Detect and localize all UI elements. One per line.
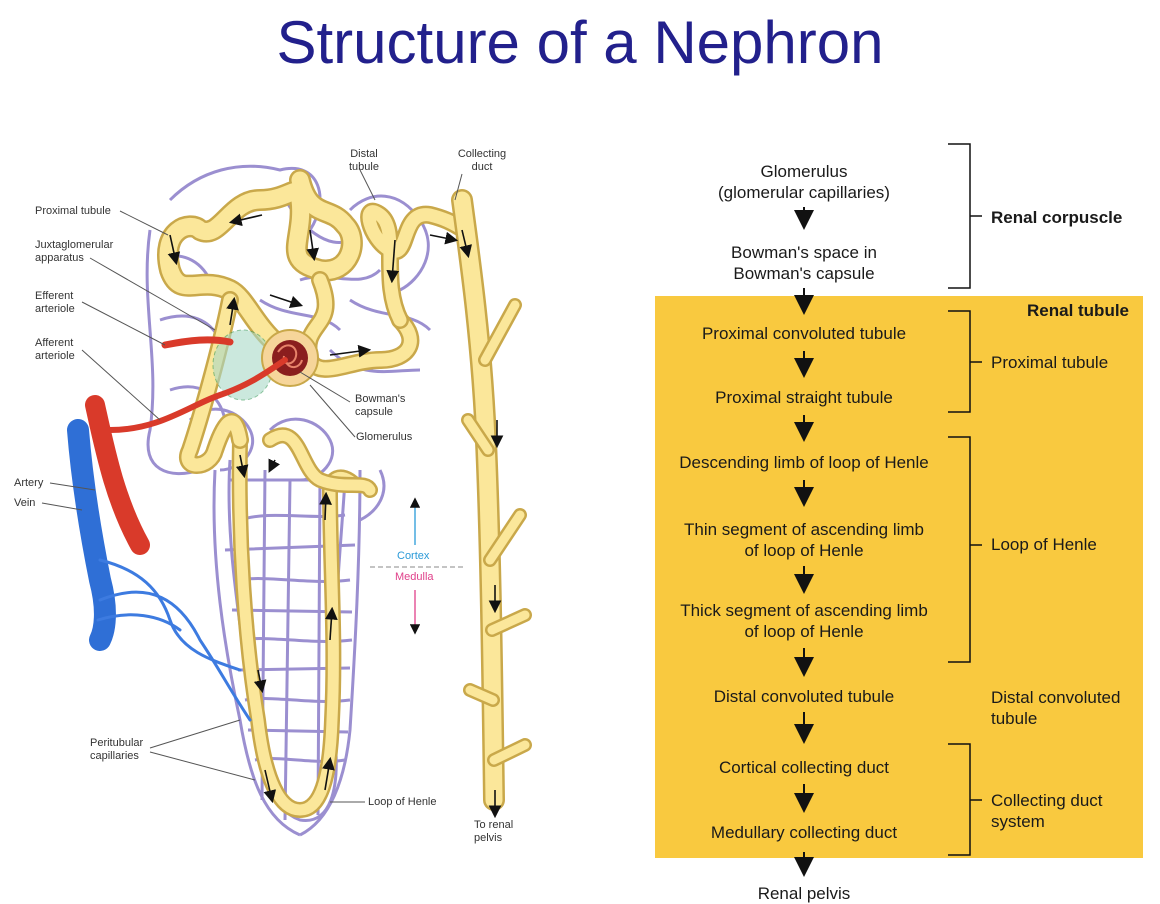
flow-renal-pelvis: Renal pelvis <box>757 884 851 903</box>
label-leader-lines <box>41 169 465 803</box>
flow-descending-limb: Descending limb of loop of Henle <box>679 453 929 472</box>
label-vein: Vein <box>14 497 36 509</box>
collecting-duct <box>451 189 532 811</box>
flow-distal-convoluted: Distal convoluted tubule <box>713 687 895 706</box>
group-proximal-tubule: Proximal tubule <box>991 353 1109 372</box>
label-medulla: Medulla <box>395 571 434 583</box>
group-renal-tubule: Renal tubule <box>1027 301 1130 320</box>
flow-glomerulus: Glomerulus(glomerular capillaries) <box>718 162 890 202</box>
label-loop-of-henle: Loop of Henle <box>368 796 437 808</box>
label-cortex: Cortex <box>397 550 430 562</box>
flow-medullary-collecting: Medullary collecting duct <box>710 823 898 842</box>
nephron-illustration <box>41 164 532 837</box>
flow-proximal-convoluted: Proximal convoluted tubule <box>701 324 907 343</box>
label-artery: Artery <box>14 477 44 489</box>
group-renal-corpuscle: Renal corpuscle <box>991 208 1123 227</box>
blood-vessels <box>67 336 288 722</box>
group-loop-of-henle: Loop of Henle <box>991 535 1097 554</box>
label-glomerulus: Glomerulus <box>356 431 413 443</box>
page-title: Structure of a Nephron <box>276 9 884 76</box>
flow-cortical-collecting: Cortical collecting duct <box>718 758 890 777</box>
flow-arrows <box>167 213 504 819</box>
label-proximal-tubule: Proximal tubule <box>35 205 111 217</box>
renal-tubule-panel <box>655 296 1143 858</box>
flow-proximal-straight: Proximal straight tubule <box>715 388 893 407</box>
glomerulus-graphic <box>212 329 319 401</box>
